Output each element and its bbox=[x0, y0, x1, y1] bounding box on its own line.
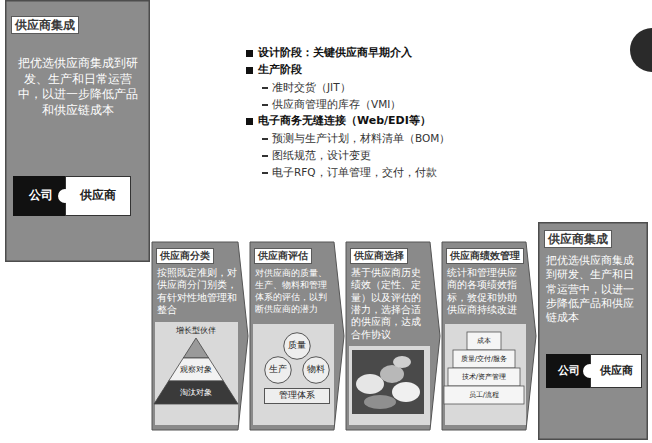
panel-text: 按照既定准则，对供应商分门别类，有针对性地管理和整合 bbox=[157, 267, 237, 316]
pyramid-step bbox=[448, 368, 520, 386]
node-label: 供应商 bbox=[600, 365, 633, 377]
photo-shape bbox=[392, 382, 420, 402]
panel-title: 供应商分类 bbox=[156, 248, 214, 264]
chevron-body bbox=[152, 242, 248, 430]
bullet-heading: 设计阶段：关键供应商早期介入 bbox=[258, 46, 412, 60]
bullet-item: 预测与生产计划，材料清单（BOM） bbox=[272, 131, 450, 145]
photo-frame bbox=[352, 350, 424, 414]
bullet-item: 供应商管理的库存（VMI） bbox=[272, 97, 401, 111]
illustration-panel bbox=[253, 324, 334, 425]
process-chevron: 供应商评估对供应商的质量、生产、物料和管理体系的评估，以判断供应商的潜力质量生产… bbox=[250, 242, 344, 430]
photo-shape bbox=[356, 374, 384, 394]
puzzle-piece bbox=[591, 355, 642, 388]
bullet-heading: 生产阶段 bbox=[258, 63, 302, 77]
text-holder: 供应商 bbox=[65, 176, 131, 216]
chevron-body bbox=[250, 242, 344, 430]
photo-shape bbox=[393, 356, 411, 368]
bullet-heading: 电子商务无缝连接（Web/EDI等） bbox=[258, 114, 431, 128]
panel-body bbox=[6, 1, 150, 262]
summary-panel: 供应商集成把优选供应商集成到研发、生产和日常运营中，以进一步降低产品和供应链成本… bbox=[538, 222, 648, 440]
node-label: 管理体系 bbox=[279, 391, 315, 400]
bullet-item: 准时交货（JIT） bbox=[272, 80, 351, 94]
panel-text: 统计和管理供应商的各项绩效指标，敦促和协助供应商持续改进 bbox=[447, 267, 525, 316]
process-chevron: 供应商选择基于供应商历史绩效（定性、定量）以及评估的潜力，选择合适的供应商，达成… bbox=[346, 242, 440, 430]
node-label: 公司 bbox=[558, 365, 580, 377]
text-holder: 供应商 bbox=[590, 354, 642, 388]
bullet-item: 图纸规范，设计变更 bbox=[272, 148, 371, 162]
text-holder: 管理体系 bbox=[264, 388, 330, 404]
text-holder: 质量 bbox=[283, 332, 311, 360]
criterion-circle: 生产 bbox=[264, 356, 292, 384]
chevron-body bbox=[346, 242, 440, 430]
pyramid-label: 技术/资产管理 bbox=[462, 374, 506, 381]
process-chevron: 供应商分类按照既定准则，对供应商分门别类，有针对性地管理和整合增长型伙伴观察对象… bbox=[152, 242, 248, 430]
node-label: 供应商 bbox=[80, 189, 116, 202]
pyramid-band bbox=[169, 358, 224, 381]
puzzle-piece: 供应商 bbox=[590, 354, 642, 388]
criterion-circle: 质量 bbox=[283, 332, 311, 360]
puzzle-knob bbox=[583, 364, 597, 378]
pyramid-label: 质量/交付/服务 bbox=[461, 356, 508, 363]
puzzle-knob bbox=[58, 189, 72, 203]
panel-title: 供应商集成 bbox=[11, 16, 79, 34]
illustration-panel bbox=[349, 346, 430, 425]
text-holder: 生产 bbox=[264, 356, 292, 384]
node-label: 生产 bbox=[269, 365, 287, 374]
criterion-box: 管理体系 bbox=[264, 388, 330, 404]
puzzle-piece: 供应商 bbox=[65, 176, 131, 216]
process-chevron: 供应商绩效管理统计和管理供应商的各项绩效指标，敦促和协助供应商持续改进成本质量/… bbox=[442, 242, 536, 430]
illustration-panel bbox=[155, 322, 238, 425]
circle-outline bbox=[303, 357, 330, 384]
pyramid-step bbox=[444, 386, 524, 404]
box-outline bbox=[265, 389, 330, 404]
node-label: 质量 bbox=[288, 341, 306, 350]
panel-text: 对供应商的质量、生产、物料和管理体系的评估，以判断供应商的潜力 bbox=[255, 267, 333, 315]
panel-text: 把优选供应商集成到研发、生产和日常运营中，以进一步降低产品和供应链成本 bbox=[15, 56, 140, 118]
corner-disc bbox=[630, 28, 652, 72]
pyramid-label: 员工/流程 bbox=[469, 392, 499, 399]
circle-outline bbox=[284, 333, 311, 360]
pyramid-step bbox=[453, 350, 515, 368]
panel-text: 把优选供应商集成到研发、生产和日常运营中，以进一步降低产品和供应链成本 bbox=[546, 254, 640, 325]
pyramid-label: 淘汰对象 bbox=[180, 389, 212, 397]
bullet-dash bbox=[262, 138, 268, 140]
bullet-dash bbox=[262, 87, 268, 89]
node-label: 物料 bbox=[307, 365, 325, 374]
bullet-dash bbox=[262, 172, 268, 174]
panel-title: 供应商集成 bbox=[544, 230, 612, 248]
illustration-panel bbox=[445, 324, 526, 425]
pyramid-step bbox=[467, 332, 501, 350]
pyramid-label: 观察对象 bbox=[180, 366, 212, 374]
panel-title: 供应商选择 bbox=[350, 248, 408, 264]
panel-text: 基于供应商历史绩效（定性、定量）以及评估的潜力，选择合适的供应商，达成合作协议 bbox=[351, 267, 429, 341]
bullet-item: 电子RFQ，订单管理，交付，付款 bbox=[272, 165, 437, 179]
bullet-square bbox=[246, 50, 253, 57]
chevron-body bbox=[442, 242, 536, 430]
summary-panel: 供应商集成把优选供应商集成到研发、生产和日常运营中，以进一步降低产品和供应链成本… bbox=[5, 0, 150, 262]
pyramid-band bbox=[183, 338, 208, 358]
panel-body bbox=[539, 223, 648, 440]
text-holder: 物料 bbox=[302, 356, 330, 384]
puzzle-piece bbox=[66, 177, 131, 216]
pyramid-label: 成本 bbox=[477, 338, 491, 345]
node-outline bbox=[5, 0, 150, 262]
bullet-dash bbox=[262, 155, 268, 157]
node-label: 公司 bbox=[29, 189, 53, 202]
photo-shape bbox=[364, 395, 396, 409]
criterion-circle: 物料 bbox=[302, 356, 330, 384]
bullet-dash bbox=[262, 104, 268, 106]
panel-title: 供应商评估 bbox=[254, 248, 312, 264]
circle-outline bbox=[265, 357, 292, 384]
bullet-square bbox=[246, 118, 253, 125]
panel-title: 供应商绩效管理 bbox=[446, 248, 524, 264]
pyramid-label: 增长型伙伴 bbox=[176, 327, 216, 335]
pyramid-band bbox=[154, 381, 238, 404]
bullet-square bbox=[246, 67, 253, 74]
